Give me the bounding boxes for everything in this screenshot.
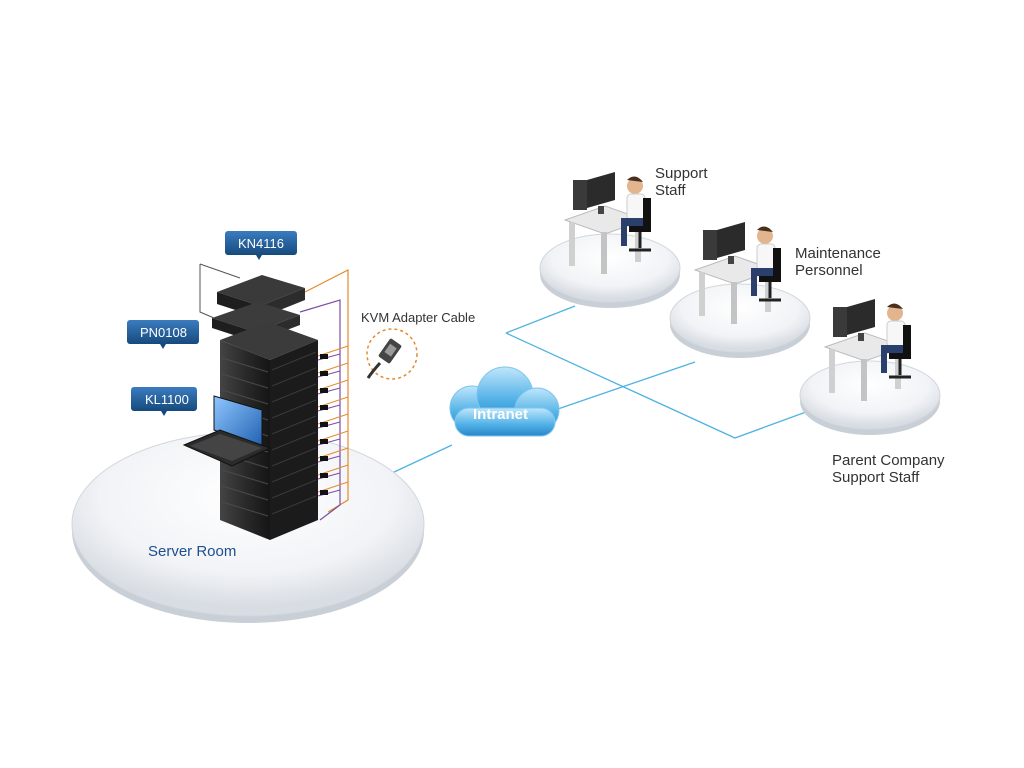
badge-kn4116: KN4116 xyxy=(225,231,297,260)
server-room-label: Server Room xyxy=(148,543,236,560)
workstation-support-staff xyxy=(539,172,681,308)
network-links xyxy=(391,305,807,474)
chair-icon xyxy=(889,325,911,379)
chair-icon xyxy=(629,198,651,252)
maintenance-label-line1: Maintenance xyxy=(795,245,881,262)
workstation-maintenance xyxy=(669,222,811,358)
kvm-adapter-cable-label: KVM Adapter Cable xyxy=(361,310,475,325)
rack-slots xyxy=(221,351,317,517)
adapter-plug-icon xyxy=(366,338,402,379)
maintenance-label-line2: Personnel xyxy=(795,262,863,279)
workstation-labels: Support Staff Maintenance Personnel Pare… xyxy=(655,165,945,486)
intranet-cloud: Intranet xyxy=(449,366,560,437)
support-staff-label-line1: Support xyxy=(655,165,708,182)
parent-company-label-line1: Parent Company xyxy=(832,452,945,469)
link-support-staff xyxy=(505,305,576,334)
server-rack xyxy=(182,275,318,540)
person-icon xyxy=(621,176,646,246)
badge-kl1100: KL1100 xyxy=(131,387,197,416)
chair-icon xyxy=(759,248,781,302)
monitor-icon xyxy=(717,222,745,264)
link-cross xyxy=(505,332,807,439)
monitor-icon xyxy=(847,299,875,341)
support-staff-label-line2: Staff xyxy=(655,182,686,199)
badge-kn4116-label: KN4116 xyxy=(238,236,284,251)
workstation-parent-company xyxy=(799,299,941,435)
badge-kl1100-label: KL1100 xyxy=(145,392,189,407)
device-callout-lines xyxy=(199,263,241,319)
kvm-adapter-cable: KVM Adapter Cable xyxy=(361,310,475,380)
kvm-cables xyxy=(299,269,349,521)
badge-pn0108: PN0108 xyxy=(127,320,199,349)
person-icon xyxy=(751,226,776,296)
link-rack-cloud xyxy=(391,444,453,474)
badge-pn0108-label: PN0108 xyxy=(140,325,187,340)
person-icon xyxy=(881,303,906,373)
parent-company-label-line2: Support Staff xyxy=(832,469,920,486)
intranet-label: Intranet xyxy=(473,406,528,423)
link-cloud-workstations xyxy=(554,361,696,411)
monitor-icon xyxy=(587,172,615,214)
